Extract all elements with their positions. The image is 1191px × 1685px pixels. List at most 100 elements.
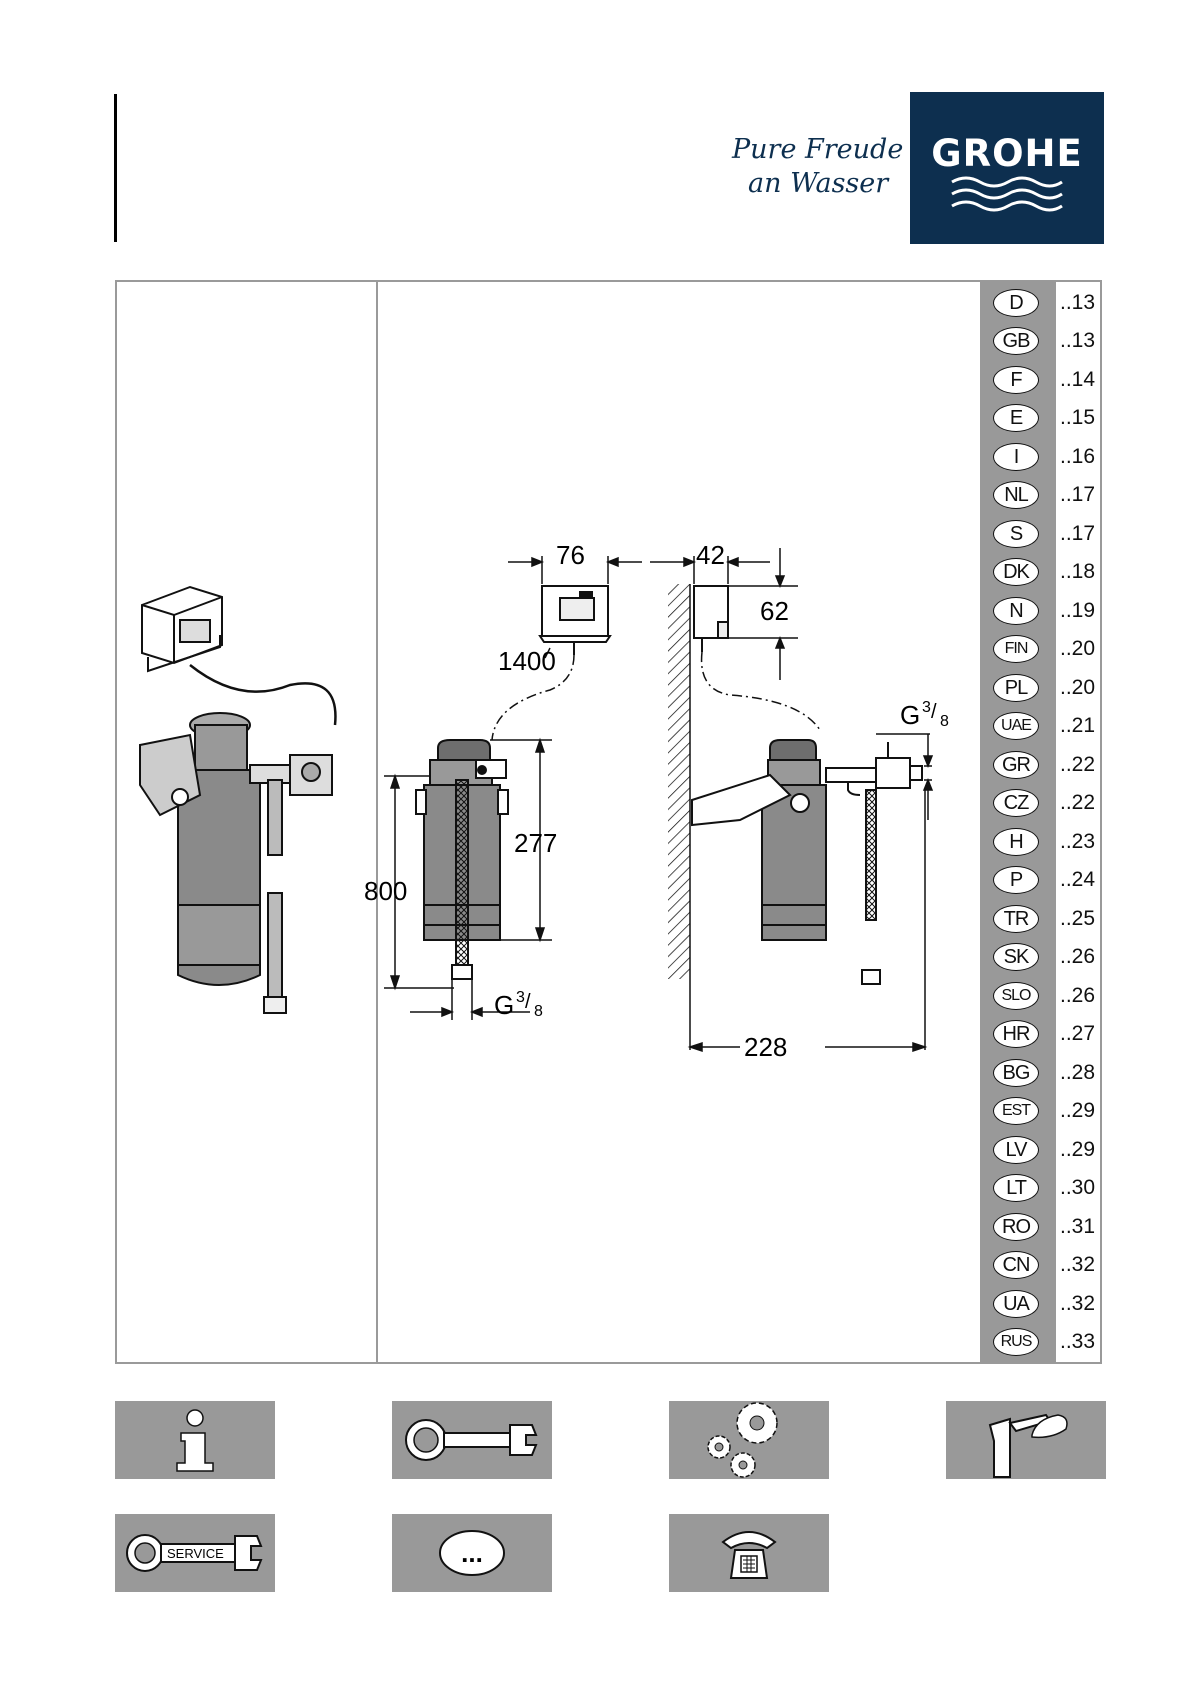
svg-text:/: / [931,701,937,723]
info-button[interactable] [115,1401,275,1479]
lang-row[interactable]: S ..17 [0,520,1191,558]
dim-800 [384,773,454,991]
lang-page: ..22 [1060,753,1096,776]
lang-code: FIN [993,635,1039,663]
controller-side [693,585,729,652]
gears-icon [707,1402,778,1478]
lang-code: N [993,597,1039,625]
lang-row[interactable]: D..13 [0,289,1191,327]
lang-row[interactable]: F ..14 [0,366,1191,404]
lang-page: ..17 [1060,522,1096,545]
dim-42 [650,556,770,584]
lang-code: NL [993,481,1039,509]
lang-code: S [993,520,1039,548]
more-icon: ... [439,1530,505,1576]
wall-hatch [668,584,690,979]
lang-code: E [993,404,1039,432]
lang-row[interactable]: RO..31 [0,1213,1191,1251]
lang-page: ..33 [1060,1330,1096,1353]
dim-62-label: 62 [760,596,789,626]
lang-row[interactable]: NL ..17 [0,481,1191,519]
lang-row[interactable]: GR..22 [0,751,1191,789]
lang-code: RUS [993,1328,1039,1356]
service-wrench-icon: SERVICE [126,1534,263,1572]
lang-row[interactable]: HR..27 [0,1020,1191,1058]
lang-row[interactable]: H..23 [0,828,1191,866]
lang-row[interactable]: EST..29 [0,1097,1191,1135]
lang-page: ..32 [1060,1292,1096,1315]
slogan-line2: an Wasser [748,168,890,199]
slogan-line1: Pure Freude [731,134,903,165]
lang-code: UA [993,1290,1039,1318]
lang-row[interactable]: LT..30 [0,1174,1191,1212]
lang-page: ..15 [1060,406,1096,429]
service-button[interactable]: SERVICE [115,1514,275,1592]
lang-row[interactable]: LV..29 [0,1136,1191,1174]
installation-button[interactable] [392,1401,552,1479]
lang-code: UAE [993,712,1039,740]
thread-dim-side [876,733,934,820]
lang-row[interactable]: TR..25 [0,905,1191,943]
lang-page: ..21 [1060,714,1096,737]
dim-62 [728,548,798,680]
lang-page: ..13 [1060,329,1096,352]
lang-page: ..19 [1060,599,1096,622]
lang-page: ..29 [1060,1138,1096,1161]
thread-side-den: 8 [940,713,949,730]
controller-unit-icon [141,585,223,673]
dim-228 [687,788,928,1053]
lang-page: ..26 [1060,945,1096,968]
lang-row[interactable]: FIN..20 [0,635,1191,673]
dim-42-label: 42 [696,540,725,570]
operation-button[interactable] [946,1401,1106,1479]
filter-front [415,739,509,980]
lang-page: ..20 [1060,676,1096,699]
lang-page: ..29 [1060,1099,1096,1122]
grohe-logo: GROHE [910,92,1104,244]
wrench-icon [405,1419,538,1461]
svg-text:/: / [525,991,531,1013]
lang-row[interactable]: BG..28 [0,1059,1191,1097]
lang-page: ..16 [1060,445,1096,468]
lang-page: ..26 [1060,984,1096,1007]
lang-row[interactable]: SK ..26 [0,943,1191,981]
lang-code: PL [993,674,1039,702]
lang-row[interactable]: SLO ..26 [0,982,1191,1020]
lang-row[interactable]: N ..19 [0,597,1191,635]
functions-button[interactable] [669,1401,829,1479]
lang-page: ..30 [1060,1176,1096,1199]
lang-code: F [993,366,1039,394]
lang-row[interactable]: UAE ..21 [0,712,1191,750]
lang-code: SK [993,943,1039,971]
lang-page: ..32 [1060,1253,1096,1276]
service-label: SERVICE [167,1546,224,1561]
faucet-hand-icon [988,1413,1068,1478]
lang-page: ..13 [1060,291,1096,314]
dim-277-label: 277 [514,828,557,858]
lang-page: ..24 [1060,868,1096,891]
lang-row[interactable]: CZ..22 [0,789,1191,827]
lang-row[interactable]: RUS ..33 [0,1328,1191,1366]
lang-page: ..14 [1060,368,1096,391]
lang-row[interactable]: I ..16 [0,443,1191,481]
contact-button[interactable] [669,1514,829,1592]
lang-row[interactable]: PL ..20 [0,674,1191,712]
lang-code: SLO [993,982,1039,1010]
lang-code: I [993,443,1039,471]
lang-code: HR [993,1020,1039,1048]
lang-row[interactable]: DK..18 [0,558,1191,596]
column-divider [376,281,378,1363]
main-frame [115,280,1102,1364]
lang-row[interactable]: CN..32 [0,1251,1191,1289]
telephone-icon [721,1531,777,1579]
lang-row[interactable]: GB..13 [0,327,1191,365]
more-button[interactable]: ... [392,1514,552,1592]
lang-row[interactable]: E ..15 [0,404,1191,442]
filter-side [691,739,923,985]
lang-page: ..17 [1060,483,1096,506]
lang-row[interactable]: UA ..32 [0,1290,1191,1328]
thread-front-num: 3 [516,989,525,1006]
lang-row[interactable]: P..24 [0,866,1191,904]
lang-code: CZ [993,789,1039,817]
dim-277 [490,737,552,943]
